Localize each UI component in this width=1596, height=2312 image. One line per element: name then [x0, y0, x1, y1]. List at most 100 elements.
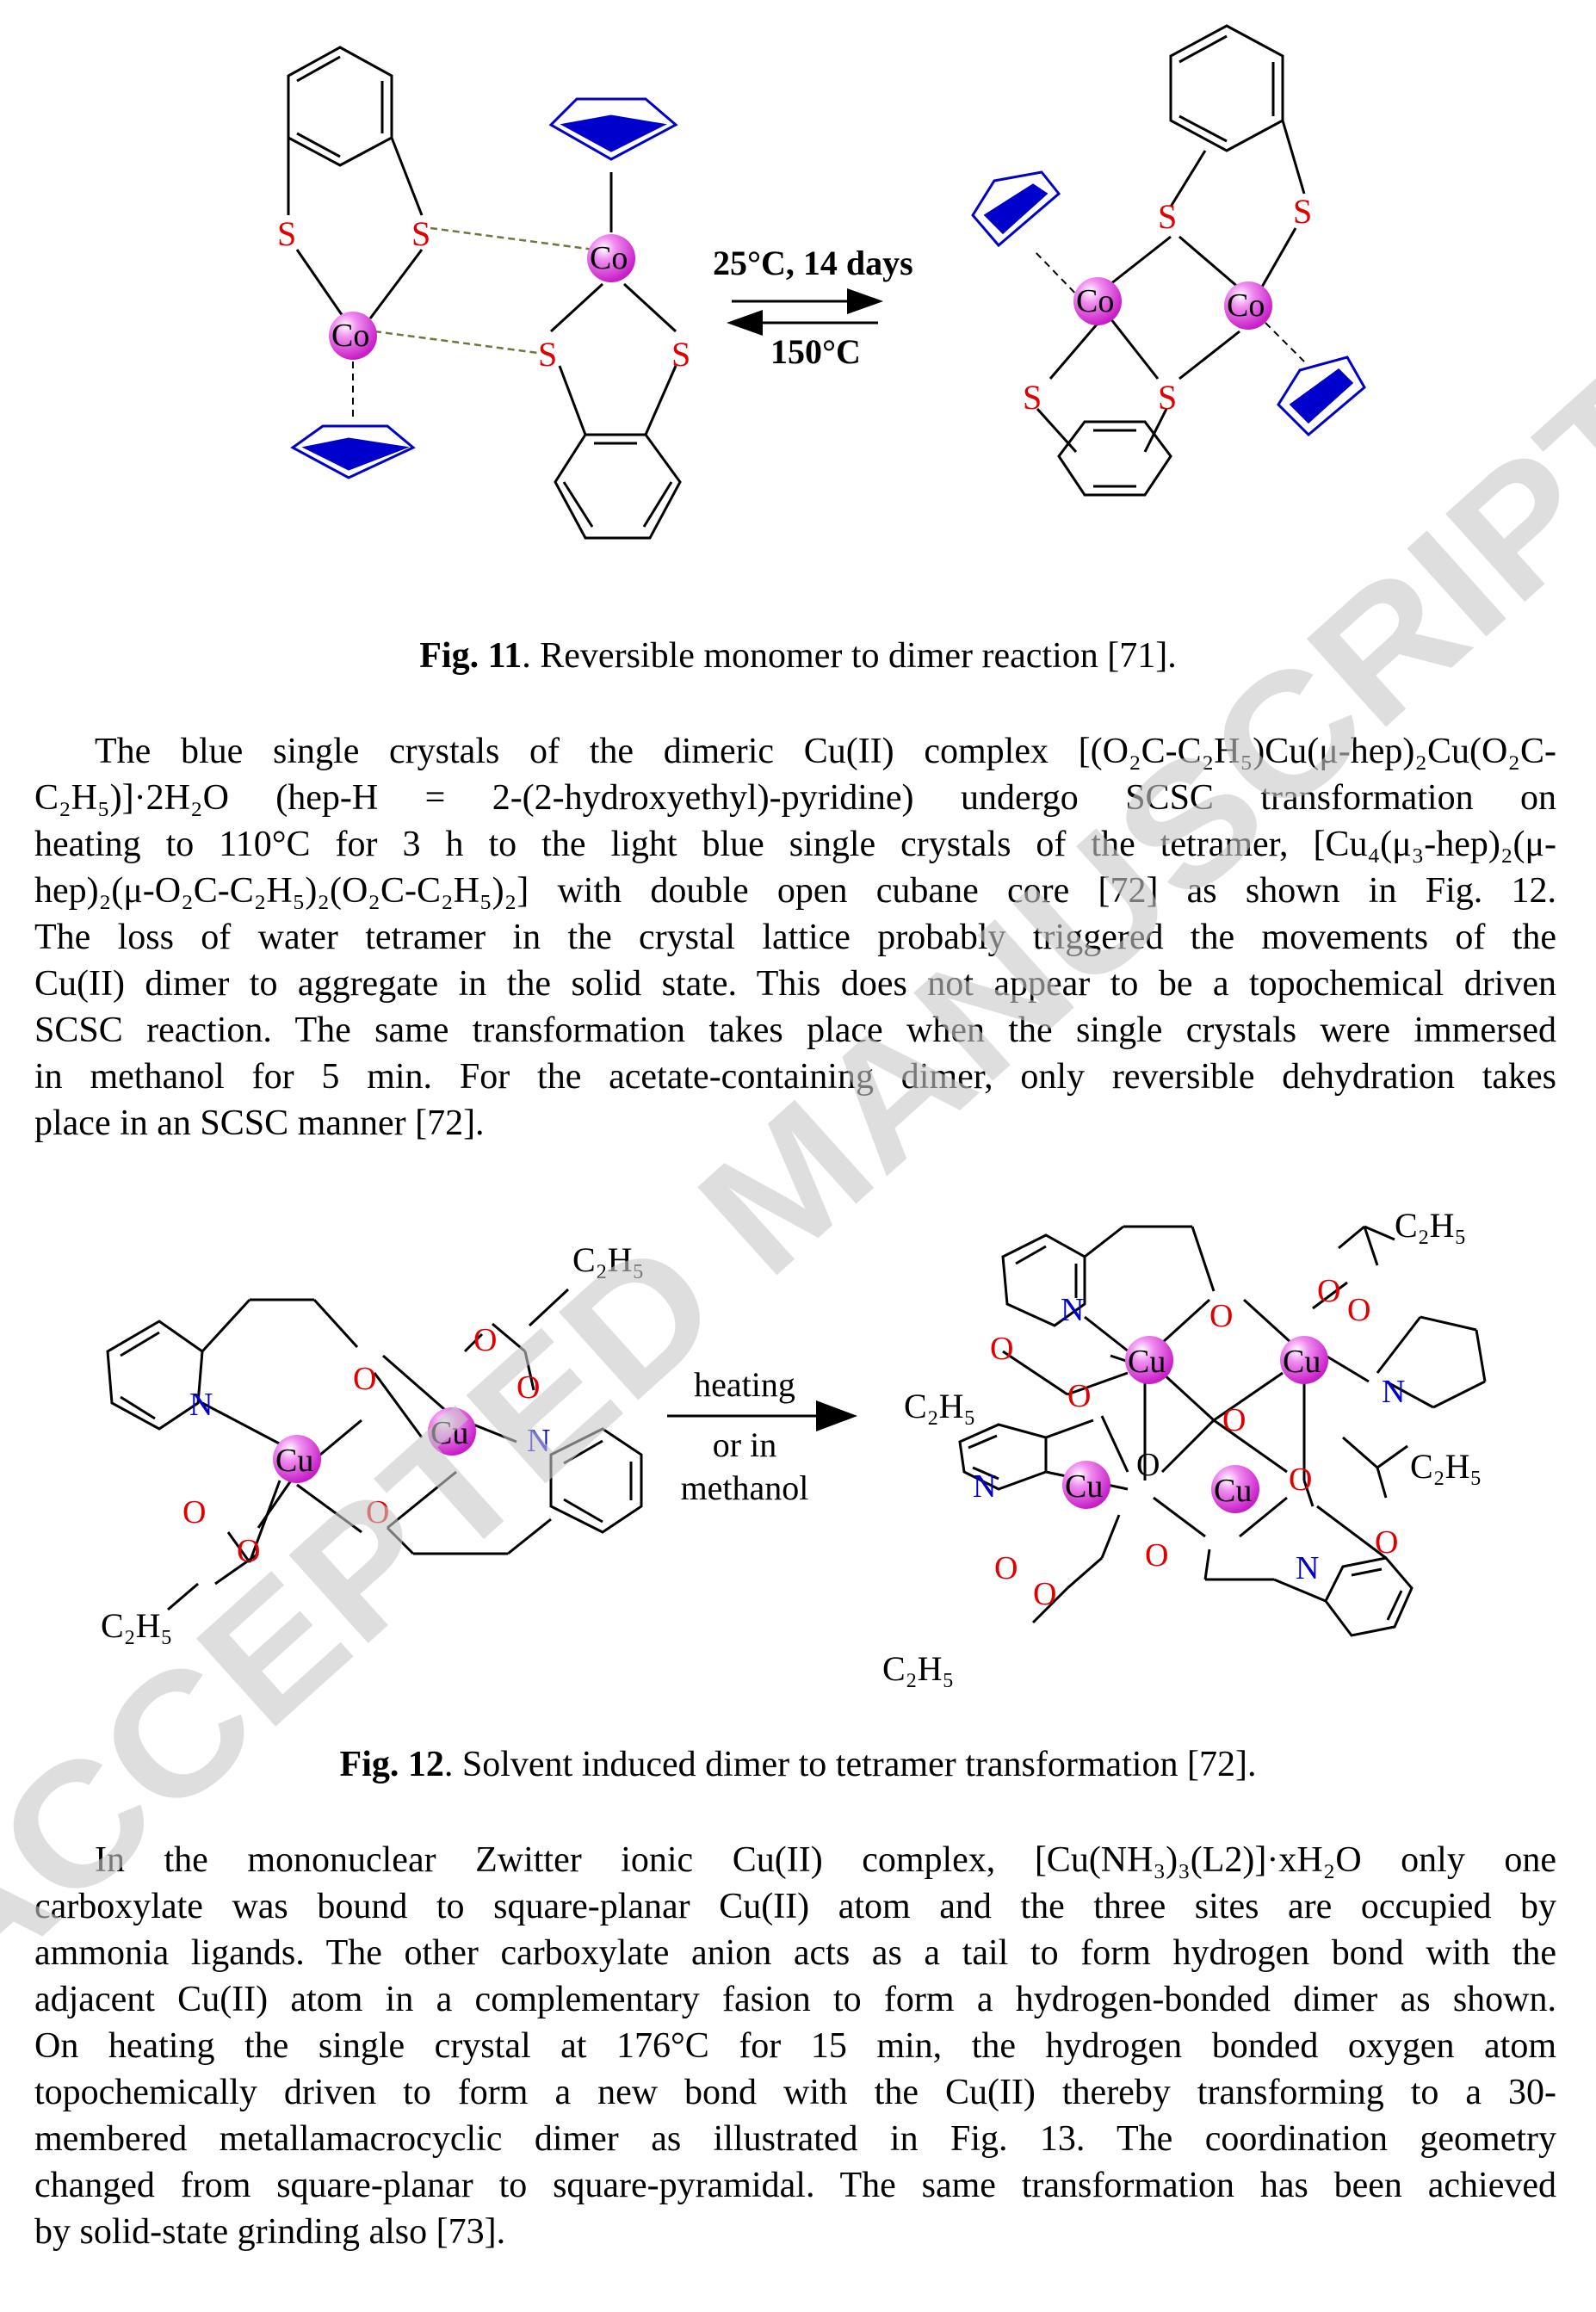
fig11-product-cp-left — [971, 170, 1061, 248]
paragraph-1-line: The blue single crystals of the dimeric … — [95, 732, 1556, 771]
paragraph-2-line: by solid-state grinding also [73]. — [34, 2212, 506, 2252]
fig12-o-label-15: O — [1375, 1524, 1399, 1561]
fig11-right-molecule — [549, 172, 682, 540]
fig11-forward-condition: 25°C, 14 days — [713, 244, 913, 282]
fig11-cp-ring-top-right — [548, 97, 678, 161]
paragraph-2: In the mononuclear Zwitter ionic Cu(II) … — [34, 1837, 1556, 2255]
fig12-arrow-label-2: or in — [712, 1425, 777, 1464]
paragraph-1-line: in methanol for 5 min. For the acetate-c… — [34, 1057, 1556, 1097]
fig11-s-label-7: S — [1023, 378, 1042, 417]
fig12-cu-label-2: Cu — [430, 1415, 469, 1451]
fig11-product-cp-right — [1277, 355, 1366, 437]
fig11-s-label-5: S — [1158, 197, 1178, 236]
fig12-cu-label-6: Cu — [1214, 1473, 1253, 1509]
fig11-s-label-4: S — [671, 335, 691, 374]
paragraph-2-line: On heating the single crystal at 176°C f… — [34, 2026, 1556, 2066]
paragraph-1-line: SCSC reaction. The same transformation t… — [34, 1011, 1556, 1050]
fig12-o-label-2: O — [366, 1494, 390, 1530]
fig12-n-label-5: N — [973, 1468, 997, 1505]
fig12-cu-label-1: Cu — [275, 1443, 314, 1479]
fig11-co-sphere-product-right — [1224, 281, 1272, 330]
paragraph-2-line: adjacent Cu(II) atom in a complementary … — [34, 1980, 1556, 2019]
fig11-co-sphere-product-left — [1073, 277, 1122, 325]
fig12-ethyl-label-5: C₂H₅ — [1410, 1447, 1482, 1486]
fig12-o-label-10: O — [990, 1331, 1014, 1367]
fig12-ethyl-label-1: C₂H₅ — [572, 1240, 645, 1279]
fig12-o-label-8: O — [1317, 1273, 1341, 1309]
fig11-s-label-1: S — [277, 214, 297, 253]
fig11-s-label-6: S — [1293, 192, 1313, 231]
fig12-scheme — [106, 1225, 1487, 1637]
fig12-ethyl-label-6: C₂H₅ — [882, 1649, 955, 1688]
fig12-caption: Fig. 12. Solvent induced dimer to tetram… — [0, 1744, 1596, 1785]
fig12-cu-sphere-tetramer-3 — [1062, 1461, 1110, 1509]
fig11-reverse-condition: 150°C — [770, 332, 861, 371]
fig12-cu-sphere-tetramer-4 — [1211, 1465, 1259, 1513]
fig11-co-label-3: Co — [1076, 283, 1115, 319]
paragraph-2-line: changed from square-planar to square-pyr… — [34, 2166, 1556, 2205]
fig11-s-label-8: S — [1158, 378, 1178, 417]
paragraph-2-line: In the mononuclear Zwitter ionic Cu(II) … — [95, 1840, 1556, 1880]
fig11-atom-spheres — [329, 234, 1272, 360]
fig11-caption-label: Fig. 11 — [419, 636, 523, 676]
fig11-s-label-3: S — [538, 335, 558, 374]
fig12-o-label-17: O — [994, 1550, 1018, 1586]
paragraph-1: The blue single crystals of the dimeric … — [34, 728, 1556, 1147]
fig12-cu-sphere-dimer-right — [428, 1407, 476, 1456]
fig12-cu-sphere-tetramer-1 — [1125, 1336, 1173, 1384]
fig11-co-label-1: Co — [331, 318, 370, 354]
paragraph-1-line: heating to 110°C for 3 h to the light bl… — [34, 825, 1556, 864]
fig12-cu-sphere-dimer-left — [273, 1435, 321, 1483]
fig12-o-label-18: O — [1033, 1576, 1057, 1612]
fig12-n-label-4: N — [1382, 1374, 1406, 1410]
fig11-co-sphere-left — [329, 312, 377, 360]
fig12-o-label-11: O — [1067, 1378, 1092, 1414]
fig12-o-label-16: O — [1145, 1537, 1169, 1573]
fig12-o-label-1: O — [353, 1361, 377, 1397]
fig12-dimer — [106, 1288, 643, 1611]
fig12-tetramer — [958, 1225, 1487, 1637]
fig11-caption: Fig. 11. Reversible monomer to dimer rea… — [0, 635, 1596, 677]
fig12-o-label-14: O — [1289, 1462, 1313, 1498]
fig12-o-label-3: O — [473, 1322, 498, 1358]
fig11-caption-text: . Reversible monomer to dimer reaction [… — [522, 636, 1177, 676]
fig11-s-label-2: S — [411, 214, 431, 253]
fig12-o-label-12: O — [1222, 1402, 1246, 1438]
fig12-cu-label-5: Cu — [1065, 1468, 1104, 1505]
fig11-cp-ring-bottom-left — [290, 424, 416, 479]
fig12-ethyl-label-2: C₂H₅ — [101, 1606, 173, 1645]
paragraph-2-line: ammonia ligands. The other carboxylate a… — [34, 1933, 1556, 1973]
paragraph-1-line: place in an SCSC manner [72]. — [34, 1103, 485, 1143]
fig11-left-molecule — [287, 46, 424, 422]
fig12-n-label-3: N — [1061, 1292, 1085, 1328]
fig12-cu-sphere-tetramer-2 — [1280, 1336, 1328, 1384]
paragraph-2-line: carboxylate was bound to square-planar C… — [34, 1887, 1556, 1926]
fig11-interaction-line-top — [430, 226, 595, 251]
fig12-o-label-9: O — [1347, 1292, 1371, 1328]
fig11-co-sphere-right — [587, 234, 635, 282]
fig12-atom-spheres — [273, 1336, 1328, 1513]
fig12-o-label-6: O — [237, 1533, 261, 1569]
fig11-co-label-2: Co — [590, 240, 628, 276]
fig12-cu-label-4: Cu — [1283, 1344, 1321, 1380]
fig12-ethyl-label-3: C₂H₅ — [1395, 1206, 1467, 1245]
fig11-scheme — [287, 24, 1366, 540]
fig12-caption-label: Fig. 12 — [339, 1745, 444, 1784]
fig12-n-label-2: N — [527, 1423, 551, 1459]
fig12-cu-label-3: Cu — [1128, 1344, 1166, 1380]
paragraph-2-line: topochemically driven to form a new bond… — [34, 2073, 1556, 2112]
fig12-o-label-7: O — [1209, 1298, 1234, 1334]
fig12-n-label-1: N — [189, 1387, 213, 1423]
fig12-arrow-label-3: methanol — [680, 1468, 809, 1507]
paragraph-1-line: The loss of water tetramer in the crysta… — [34, 918, 1556, 957]
fig12-o-label-5: O — [182, 1494, 207, 1530]
fig12-o-label-4: O — [517, 1369, 541, 1406]
fig11-co-label-4: Co — [1227, 287, 1265, 324]
fig11-product-molecule — [1032, 24, 1306, 497]
fig12-ethyl-label-4: C₂H₅ — [904, 1387, 976, 1425]
paragraph-1-line: C₂H₅)]·2H₂O (hep-H = 2-(2-hydroxyethyl)-… — [34, 778, 1556, 818]
paragraph-2-line: membered metallamacrocyclic dimer as ill… — [34, 2119, 1556, 2159]
fig12-n-label-6: N — [1296, 1550, 1320, 1586]
fig12-caption-text: . Solvent induced dimer to tetramer tran… — [443, 1745, 1257, 1784]
paragraph-1-line: Cu(II) dimer to aggregate in the solid s… — [34, 964, 1556, 1004]
